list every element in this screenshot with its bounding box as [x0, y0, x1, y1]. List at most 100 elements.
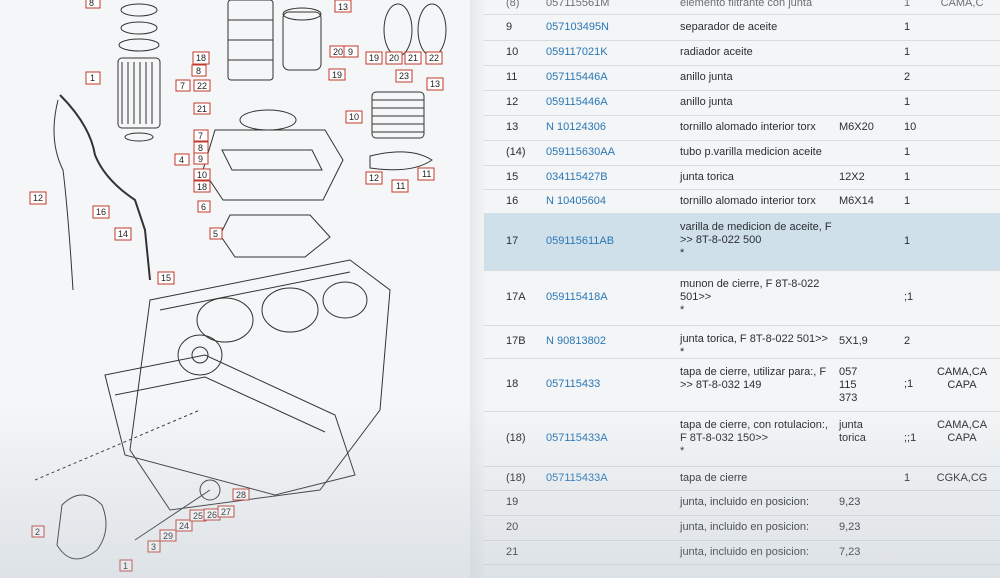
callout-label: 1	[123, 561, 128, 571]
part-number-link[interactable]: 059115630AA	[546, 146, 615, 158]
part-number-link[interactable]: 057115561M	[546, 0, 610, 9]
callout-label: 29	[163, 531, 173, 541]
callout-label: 8	[196, 66, 201, 76]
extra-info-cell: 12X2	[839, 170, 865, 183]
callout-label: 1	[90, 73, 95, 83]
quantity-cell: ;1	[904, 291, 914, 303]
description-cell: junta, incluido en posicion:	[680, 521, 810, 533]
quantity-cell: 1	[904, 170, 911, 183]
quantity-cell: 1	[904, 0, 911, 9]
callout-label: 21	[408, 53, 418, 63]
panel-divider[interactable]	[470, 0, 484, 578]
extra-info-cell: 057 115 373	[839, 366, 858, 404]
table-row[interactable]: 13 N 10124306 tornillo alomado interior to…	[484, 115, 1000, 141]
callout-label: 26	[207, 510, 217, 520]
quantity-cell: 1	[904, 96, 911, 108]
callout-label: 7	[180, 81, 185, 91]
position-cell: (14)	[506, 146, 526, 158]
position-cell: 16	[506, 194, 519, 207]
quantity-cell: 2	[904, 335, 911, 347]
extra-info-cell: junta torica	[839, 419, 866, 444]
exploded-parts-diagram[interactable]: 8 13 18 8 7 22 21 19 20 9 19 20 21 22 23…	[0, 0, 470, 578]
quantity-cell: 1	[904, 20, 911, 33]
callout-label: 22	[197, 81, 207, 91]
description-cell: anillo junta	[680, 96, 733, 108]
description-cell: anillo junta	[680, 71, 733, 83]
description-cell: elemento filtrante con junta	[680, 0, 813, 9]
callout-label: 8	[89, 0, 94, 8]
description-cell: tapa de cierre, con rotulacion:, F 8T-8-…	[680, 419, 828, 457]
callout-label: 10	[197, 170, 207, 180]
part-number-link[interactable]: 059115446A	[546, 96, 608, 108]
description-cell: junta, incluido en posicion:	[680, 496, 810, 508]
part-number-link[interactable]: 034115427B	[546, 170, 608, 183]
callout-label: 16	[96, 207, 106, 217]
callout-label: 12	[369, 173, 379, 183]
callout-label: 21	[197, 104, 207, 114]
part-number-link[interactable]: 057115433A	[546, 471, 608, 484]
callout-label: 6	[201, 202, 206, 212]
callout-label: 18	[197, 182, 207, 192]
description-cell: tapa de cierre	[680, 471, 748, 484]
part-number-link[interactable]: N 10124306	[546, 121, 606, 133]
part-number-link[interactable]: 059115418A	[546, 291, 608, 303]
callout-label: 11	[422, 169, 431, 179]
quantity-cell: 1	[904, 46, 911, 58]
description-cell: tubo p.varilla medicion aceite	[680, 146, 822, 158]
position-cell: (18)	[506, 471, 526, 484]
position-cell: 17	[506, 235, 519, 247]
callout-label: 27	[221, 507, 231, 517]
description-cell: tornillo alomado interior torx	[680, 194, 816, 207]
part-number-link[interactable]: 057103495N	[546, 20, 610, 33]
part-number-link[interactable]: 057115433A	[546, 432, 608, 444]
part-number-link[interactable]: 057115433	[546, 378, 601, 390]
callout-label: 19	[369, 53, 379, 63]
description-cell: tornillo alomado interior torx	[680, 121, 816, 133]
quantity-cell: 1	[904, 471, 911, 484]
position-cell: 17A	[506, 291, 526, 303]
callout-label: 25	[193, 511, 203, 521]
description-cell: varilla de medicion de aceite, F >> 8T-8…	[680, 221, 832, 259]
model-code-cell: CAMA,C	[940, 0, 984, 9]
table-row[interactable]: 16 N 10405604 tornillo alomado interior to…	[484, 189, 1000, 214]
part-number-link[interactable]: N 10405604	[546, 194, 606, 207]
extra-info-cell: 9,23	[839, 521, 861, 533]
position-cell: 10	[506, 46, 519, 58]
quantity-cell: ;1	[904, 378, 914, 390]
part-number-link[interactable]: 059117021K	[546, 46, 608, 58]
callout-label: 8	[198, 143, 203, 153]
model-code-cell: CAMA,CA CAPA	[936, 366, 988, 391]
part-number-link[interactable]: 057115446A	[546, 71, 608, 83]
table-row[interactable]: (14) 059115630AA tubo p.varilla medicion a…	[484, 140, 1000, 166]
part-number-link[interactable]: 059115611AB	[546, 235, 615, 247]
position-cell: 13	[506, 121, 519, 133]
callout-label: 13	[338, 2, 348, 12]
callout-label: 22	[429, 53, 439, 63]
engine-block-drawing: 8 13 18 8 7 22 21 19 20 9 19 20 21 22 23…	[29, 0, 447, 572]
callout-label: 7	[198, 131, 203, 141]
table-row[interactable]: 17B N 90813802 junta torica, F 8T-8-022 50…	[484, 325, 1000, 359]
extra-info-cell: 5X1,9	[839, 335, 868, 347]
description-cell: junta torica, F 8T-8-022 501>> *	[680, 333, 828, 358]
position-cell: 9	[506, 20, 513, 33]
position-cell: 17B	[506, 335, 526, 347]
table-row[interactable]: 17 059115611AB varilla de medicion de acei…	[484, 213, 1000, 271]
position-cell: 11	[506, 71, 518, 83]
callout-label: 28	[236, 490, 246, 500]
part-number-link[interactable]: N 90813802	[546, 335, 606, 347]
